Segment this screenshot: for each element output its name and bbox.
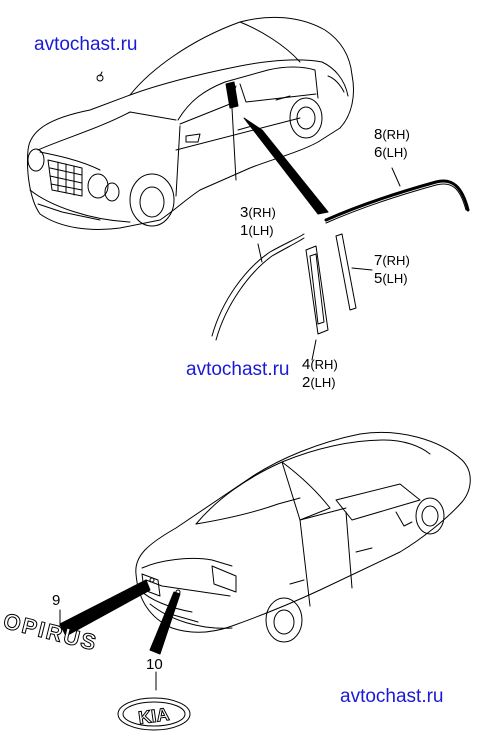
leader-wedge-9 <box>59 579 151 637</box>
callout-4-side: (RH) <box>310 357 338 372</box>
leader-wedge-10 <box>149 591 181 655</box>
callout-7-number: 7 <box>374 252 383 269</box>
callout-8-side: (RH) <box>382 127 410 142</box>
front-pillar-moulding <box>211 233 305 337</box>
watermark-top: avtochast.ru <box>34 34 138 55</box>
callout-9-number: 9 <box>52 592 61 609</box>
roof-moulding <box>324 179 470 222</box>
callout-3: 3(RH) <box>240 204 276 221</box>
callout-1-number: 1 <box>240 222 249 239</box>
callout-10-number: 10 <box>146 656 163 673</box>
kia-badge: KIA <box>137 703 171 728</box>
watermark-middle: avtochast.ru <box>186 359 290 380</box>
pillar-highlight <box>225 81 239 109</box>
callout-8-number: 8 <box>374 126 383 143</box>
callout-6: 6(LH) <box>374 144 408 161</box>
c-pillar-trim <box>335 233 357 311</box>
leader-4-2 <box>311 339 317 361</box>
leader-7-5 <box>351 267 373 271</box>
callout-1: 1(LH) <box>240 222 274 239</box>
callout-8: 8(RH) <box>374 126 410 143</box>
callout-6-side: (LH) <box>382 145 408 160</box>
callout-3-number: 3 <box>240 204 249 221</box>
callout-4-number: 4 <box>302 356 311 373</box>
callout-2-number: 2 <box>302 374 311 391</box>
callout-7: 7(RH) <box>374 252 410 269</box>
callout-9: 9 <box>52 592 61 609</box>
leader-3-1 <box>257 243 263 263</box>
callout-6-number: 6 <box>374 144 383 161</box>
callout-2: 2(LH) <box>302 374 336 391</box>
callout-4: 4(RH) <box>302 356 338 373</box>
leader-wedge-top <box>243 117 329 215</box>
callout-5-side: (LH) <box>382 271 408 286</box>
car-rear-view <box>135 431 471 643</box>
callout-1-side: (LH) <box>248 223 274 238</box>
b-pillar-trim <box>305 245 329 335</box>
svg-text:KIA: KIA <box>137 704 170 728</box>
kia-emblem-outer <box>117 697 191 731</box>
watermark-bottom: avtochast.ru <box>340 686 444 707</box>
callout-5: 5(LH) <box>374 270 408 287</box>
callout-7-side: (RH) <box>382 253 410 268</box>
car-front-view <box>27 16 354 230</box>
callout-10: 10 <box>146 656 163 673</box>
leader-8-6 <box>391 167 401 187</box>
callout-5-number: 5 <box>374 270 383 287</box>
callout-3-side: (RH) <box>248 205 276 220</box>
callout-2-side: (LH) <box>310 375 336 390</box>
